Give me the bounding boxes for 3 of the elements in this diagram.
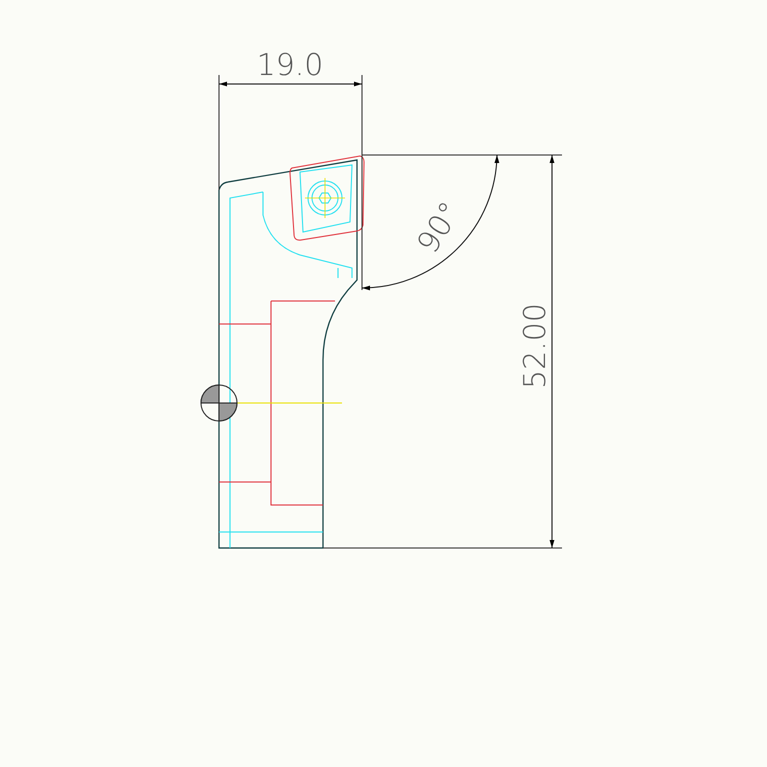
dimension-label: 19.0 bbox=[256, 51, 324, 81]
dimension-label: 52.00 bbox=[521, 303, 551, 389]
dimension-label: 90° bbox=[413, 198, 467, 258]
